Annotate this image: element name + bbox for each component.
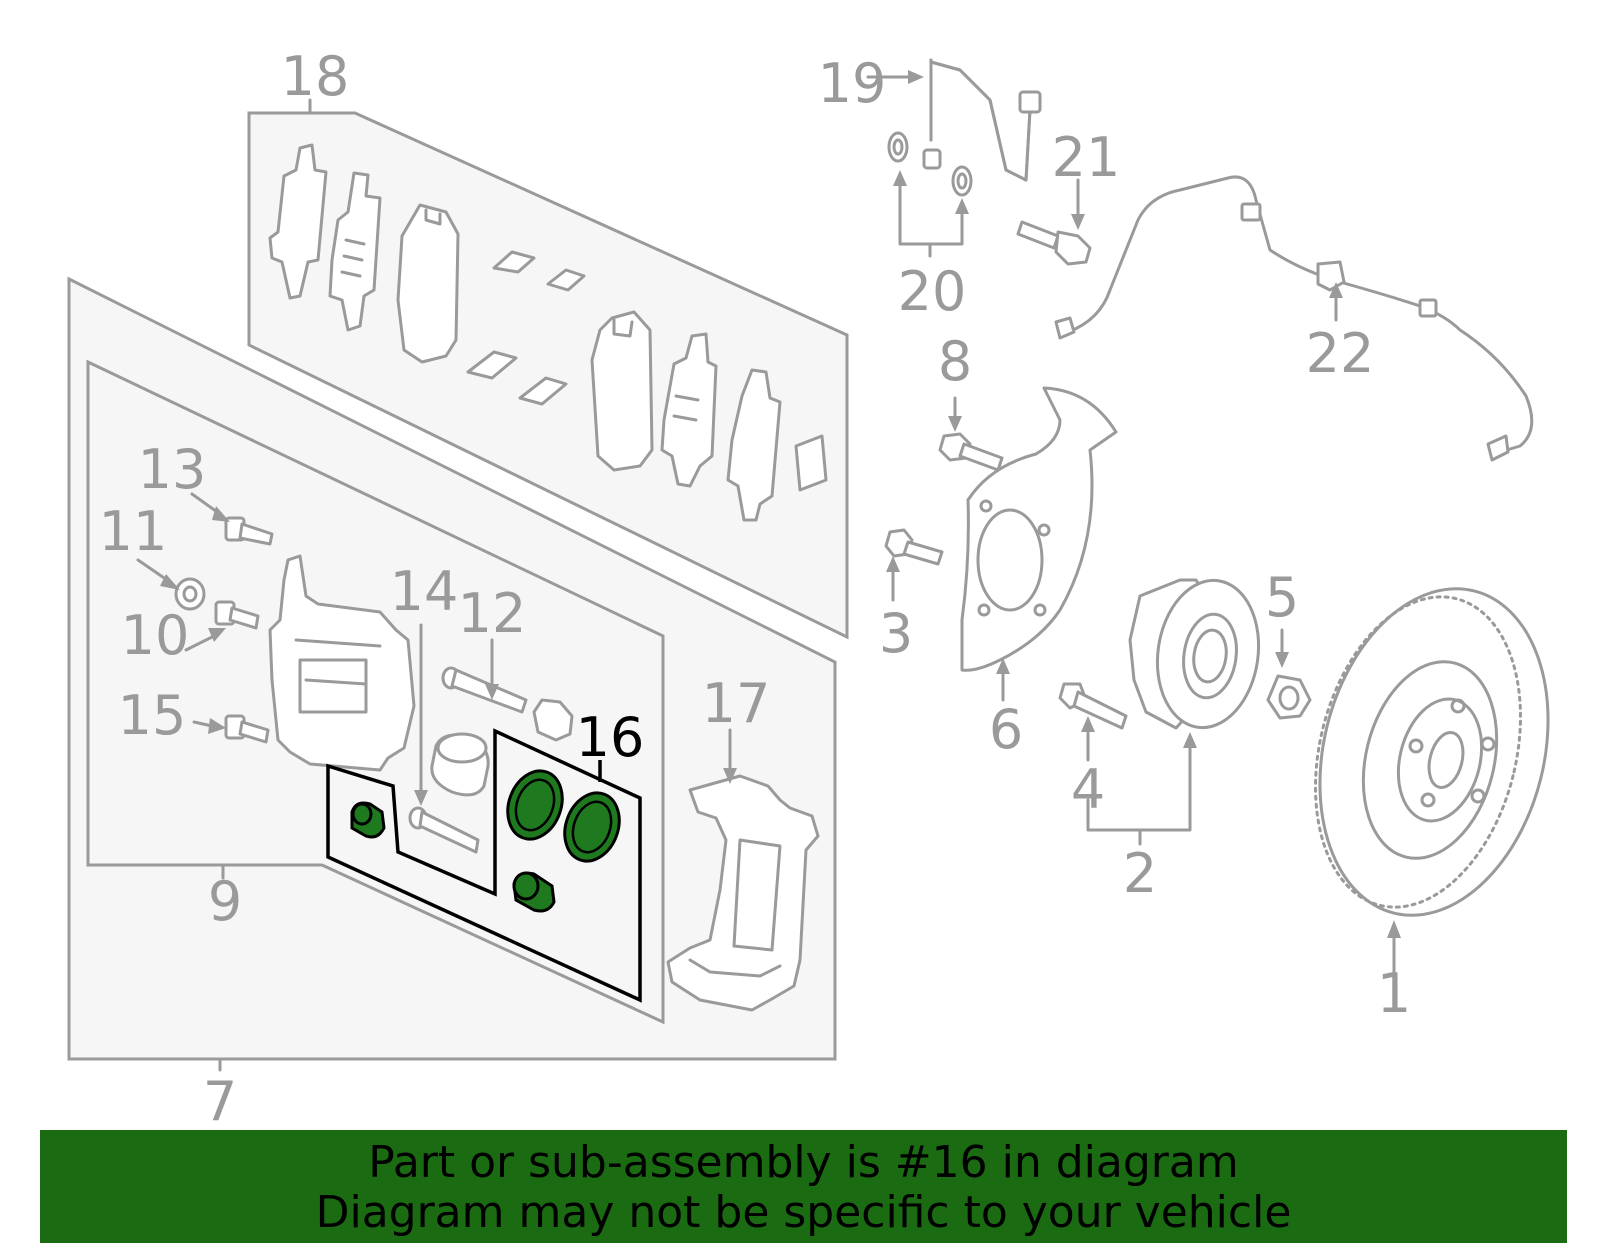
banner-line-1: Part or sub-assembly is #16 in diagram: [368, 1137, 1239, 1188]
bolt-21: [1016, 220, 1092, 266]
pad-shim-2: [328, 171, 382, 332]
callout-7: 7: [203, 1070, 237, 1133]
bolt-10: [214, 600, 260, 630]
brake-pad-inner: [396, 203, 460, 364]
repair-kit-16: [326, 728, 642, 1003]
banner-line-2: Diagram may not be specific to your vehi…: [315, 1187, 1292, 1238]
callout-16: 16: [576, 706, 645, 769]
callout-6: 6: [989, 698, 1023, 761]
callout-21: 21: [1052, 126, 1121, 189]
info-banner: Part or sub-assembly is #16 in diagram D…: [40, 1130, 1567, 1243]
pad-shim-3: [660, 332, 718, 488]
leader-lines: [136, 70, 1401, 982]
pad-clip-1: [492, 250, 586, 292]
washers-20: [887, 131, 973, 197]
bolt-13: [224, 516, 274, 546]
callout-10: 10: [121, 604, 190, 667]
callout-20: 20: [898, 260, 967, 323]
callout-18: 18: [281, 45, 350, 108]
dust-shield-6: [960, 386, 1118, 672]
brake-pad-outer: [590, 310, 654, 472]
washer-11: [174, 577, 206, 611]
brake-hose-19: [922, 58, 1042, 182]
kit-dust-boot: [512, 871, 556, 913]
callout-19: 19: [818, 52, 887, 115]
caliper-body: [268, 554, 416, 772]
callout-14: 14: [390, 560, 459, 623]
callout-13: 13: [138, 438, 207, 501]
wheel-hub-2: [1128, 578, 1261, 730]
callout-1: 1: [1377, 962, 1411, 1025]
pad-shim-4: [726, 368, 782, 522]
callout-labels: 1 2 3 4 5 6 7 8 9 10 11 12 13 14 15 16 1…: [99, 45, 1412, 1133]
pad-shim-1: [268, 143, 328, 300]
callout-9: 9: [208, 870, 242, 933]
callout-5: 5: [1265, 566, 1299, 629]
bolt-8: [938, 432, 1004, 472]
pad-kit-panel: [247, 98, 849, 640]
bolt-15: [224, 714, 270, 744]
kit-piston-seal-1: [506, 769, 564, 841]
kit-piston-seal-2: [563, 791, 621, 863]
callout-12: 12: [458, 582, 527, 645]
guide-pin-14: [408, 623, 480, 854]
wear-indicator: [794, 434, 828, 492]
callout-3: 3: [879, 602, 913, 665]
kit-bushing-small: [350, 801, 386, 839]
hub-nut-5: [1266, 674, 1312, 720]
caliper-piston: [430, 732, 490, 797]
callout-4: 4: [1071, 758, 1105, 821]
callout-15: 15: [118, 684, 187, 747]
abs-sensor-22: [1054, 175, 1534, 462]
bolt-3: [884, 528, 944, 566]
caliper-bracket-17: [666, 774, 820, 1012]
callout-2: 2: [1123, 842, 1157, 905]
callout-17: 17: [702, 672, 771, 735]
callout-11: 11: [99, 500, 168, 563]
pin-boot: [532, 698, 574, 742]
brake-rotor-1: [1314, 587, 1550, 917]
callout-22: 22: [1306, 322, 1375, 385]
wheel-stud-4: [1058, 682, 1128, 730]
callout-8: 8: [938, 330, 972, 393]
pad-clip-2: [466, 350, 568, 406]
